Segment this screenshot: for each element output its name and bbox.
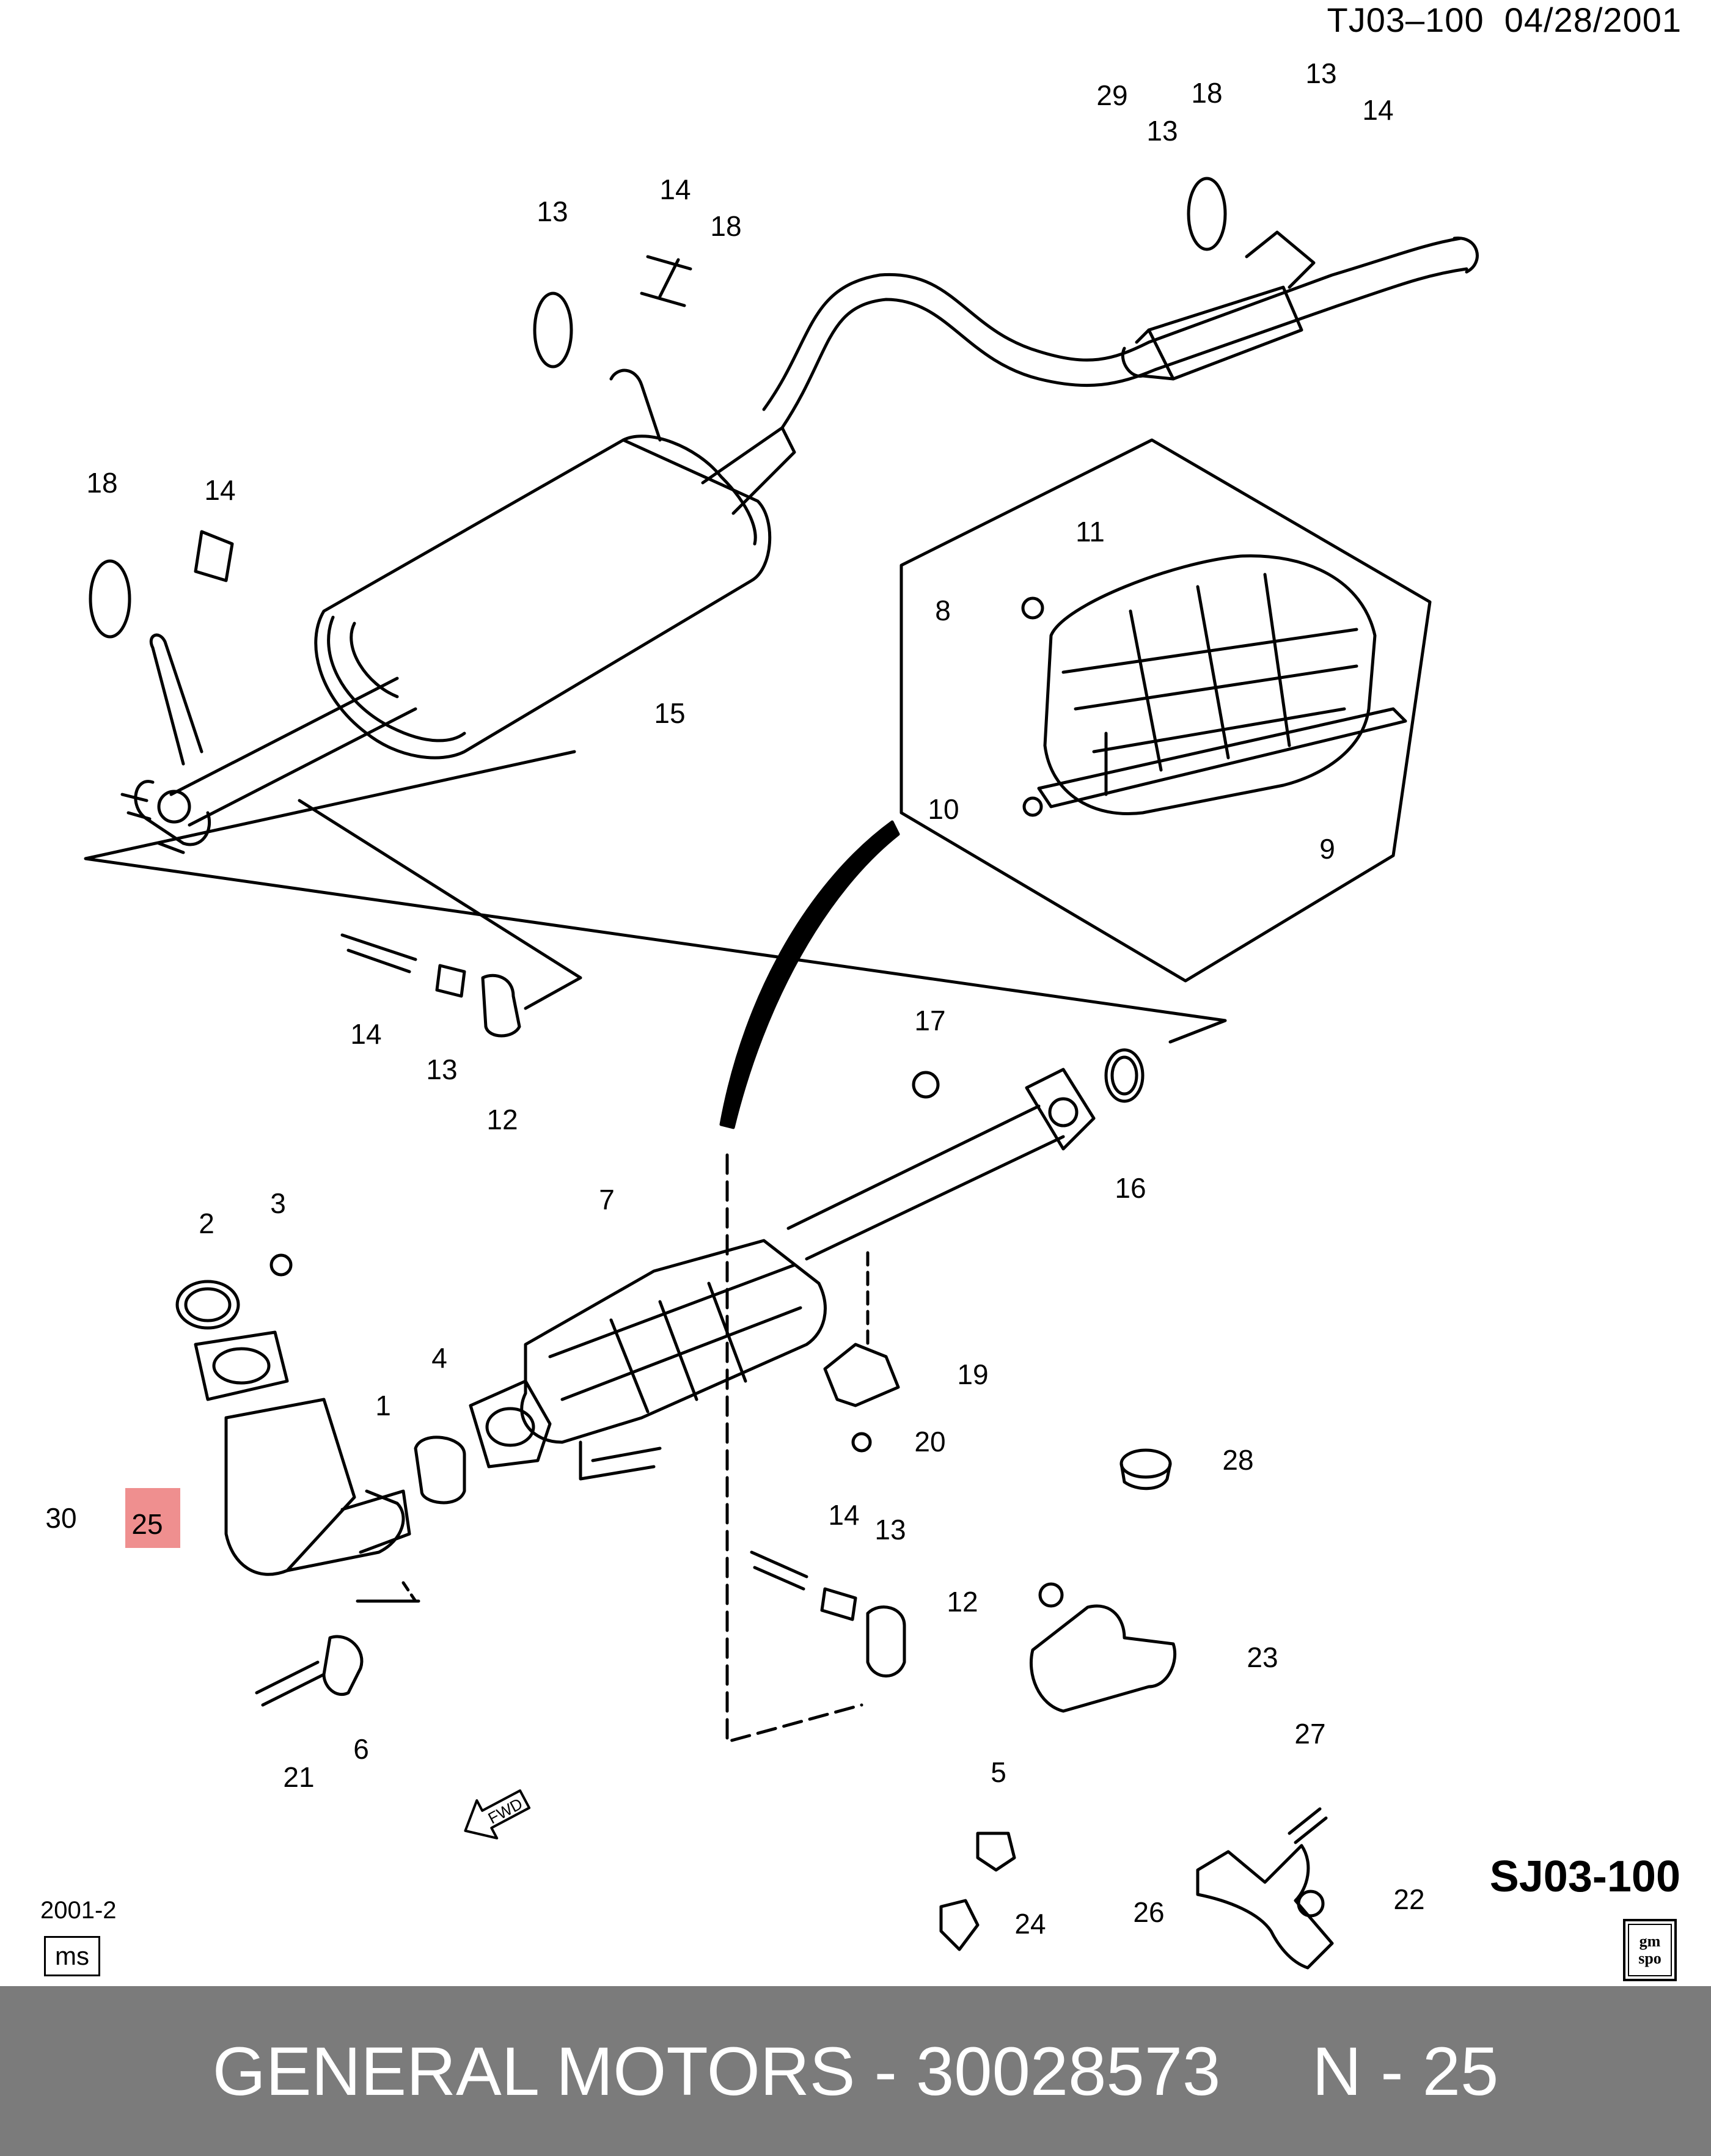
- callout-28: 28: [1222, 1444, 1253, 1476]
- callout-24: 24: [1014, 1908, 1046, 1940]
- callout-11: 11: [1075, 516, 1105, 548]
- header-code: TJ03–100: [1327, 1, 1484, 39]
- callout-29: 29: [1096, 79, 1127, 111]
- callout-7: 7: [599, 1184, 615, 1216]
- callout-19: 19: [957, 1358, 988, 1390]
- highlight-box: [125, 1488, 180, 1548]
- callout-20: 20: [914, 1426, 945, 1458]
- logo-text-gm: gm: [1639, 1932, 1661, 1950]
- callout-6: 6: [353, 1733, 369, 1765]
- front-pipe: [194, 1330, 411, 1576]
- callout-12: 12: [947, 1586, 978, 1618]
- callout-14: 14: [204, 474, 235, 506]
- callout-26: 26: [1133, 1896, 1164, 1928]
- callout-5: 5: [991, 1756, 1006, 1788]
- callout-13: 13: [1305, 57, 1336, 89]
- catalytic-converter: [469, 1068, 1096, 1481]
- callout-2: 2: [199, 1208, 214, 1239]
- callout-15: 15: [654, 697, 685, 729]
- ms-label: ms: [44, 1936, 100, 1976]
- callout-3: 3: [270, 1187, 286, 1219]
- callout-13: 13: [537, 196, 568, 227]
- footer-position: N - 25: [1312, 2033, 1499, 2110]
- callout-25: 25: [131, 1508, 163, 1540]
- callout-1: 1: [375, 1390, 391, 1421]
- logo-text-spo: spo: [1638, 1949, 1662, 1967]
- callout-12: 12: [486, 1104, 518, 1135]
- sheet-header: TJ03–100 04/28/2001: [1327, 0, 1682, 40]
- callout-27: 27: [1294, 1718, 1325, 1750]
- tailpipe: [762, 230, 1479, 430]
- callout-22: 22: [1393, 1883, 1424, 1915]
- callout-13: 13: [1146, 115, 1178, 147]
- muffler: [314, 426, 796, 760]
- callout-10: 10: [928, 793, 959, 825]
- footer-part-number: GENERAL MOTORS - 30028573: [212, 2033, 1221, 2110]
- date-code: 2001-2: [40, 1897, 117, 1924]
- heat-shield-inset: [899, 438, 1432, 983]
- callout-9: 9: [1319, 833, 1335, 865]
- callout-13: 13: [874, 1514, 906, 1546]
- leader-lines: [84, 750, 1227, 1744]
- callout-17: 17: [914, 1005, 945, 1036]
- header-date: 04/28/2001: [1504, 1, 1682, 39]
- small-parts: [89, 177, 1334, 1970]
- footer-bar: GENERAL MOTORS - 30028573 N - 25: [0, 1986, 1711, 2156]
- callout-4: 4: [431, 1342, 447, 1374]
- callout-14: 14: [1362, 94, 1393, 126]
- callout-18: 18: [1191, 77, 1222, 109]
- callout-16: 16: [1115, 1172, 1146, 1204]
- callout-14: 14: [659, 174, 691, 205]
- callout-13: 13: [426, 1054, 457, 1085]
- callout-14: 14: [828, 1499, 859, 1531]
- intermediate-pipe: [120, 369, 662, 854]
- sheet-code: SJ03-100: [1489, 1852, 1680, 1901]
- callout-21: 21: [283, 1761, 314, 1793]
- callout-8: 8: [935, 595, 951, 626]
- callout-14: 14: [350, 1018, 381, 1050]
- callout-30: 30: [45, 1502, 76, 1534]
- callout-23: 23: [1247, 1641, 1278, 1673]
- callout-18: 18: [86, 467, 117, 499]
- fwd-arrow: FWD: [464, 1789, 531, 1839]
- callout-18: 18: [710, 210, 741, 242]
- gm-spo-logo: gm spo: [1623, 1919, 1677, 1981]
